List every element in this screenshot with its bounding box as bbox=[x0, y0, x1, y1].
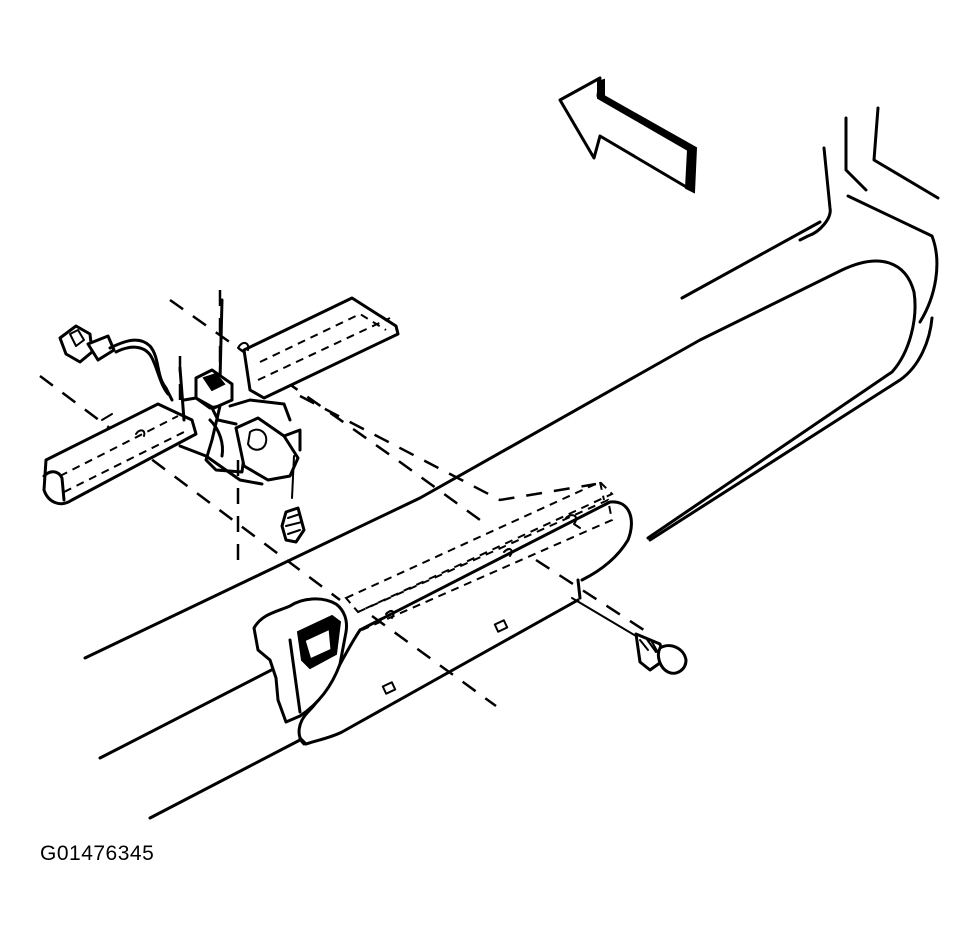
figure-id-label: G01476345 bbox=[40, 842, 155, 865]
direction-arrow bbox=[558, 76, 698, 194]
bumper-mounting-screw bbox=[571, 597, 688, 675]
rear-bumper-fascia bbox=[83, 106, 940, 820]
license-lamp-connector bbox=[58, 298, 224, 422]
fascia-cutaway bbox=[252, 597, 348, 724]
license-lamp-lens bbox=[237, 296, 400, 400]
alignment-lines bbox=[39, 290, 651, 708]
lamp-mounting-screw bbox=[280, 506, 306, 544]
bumper-reinforcement-bar bbox=[297, 480, 633, 746]
license-lamp-housing bbox=[42, 402, 198, 506]
license-lamp-socket bbox=[178, 368, 302, 499]
